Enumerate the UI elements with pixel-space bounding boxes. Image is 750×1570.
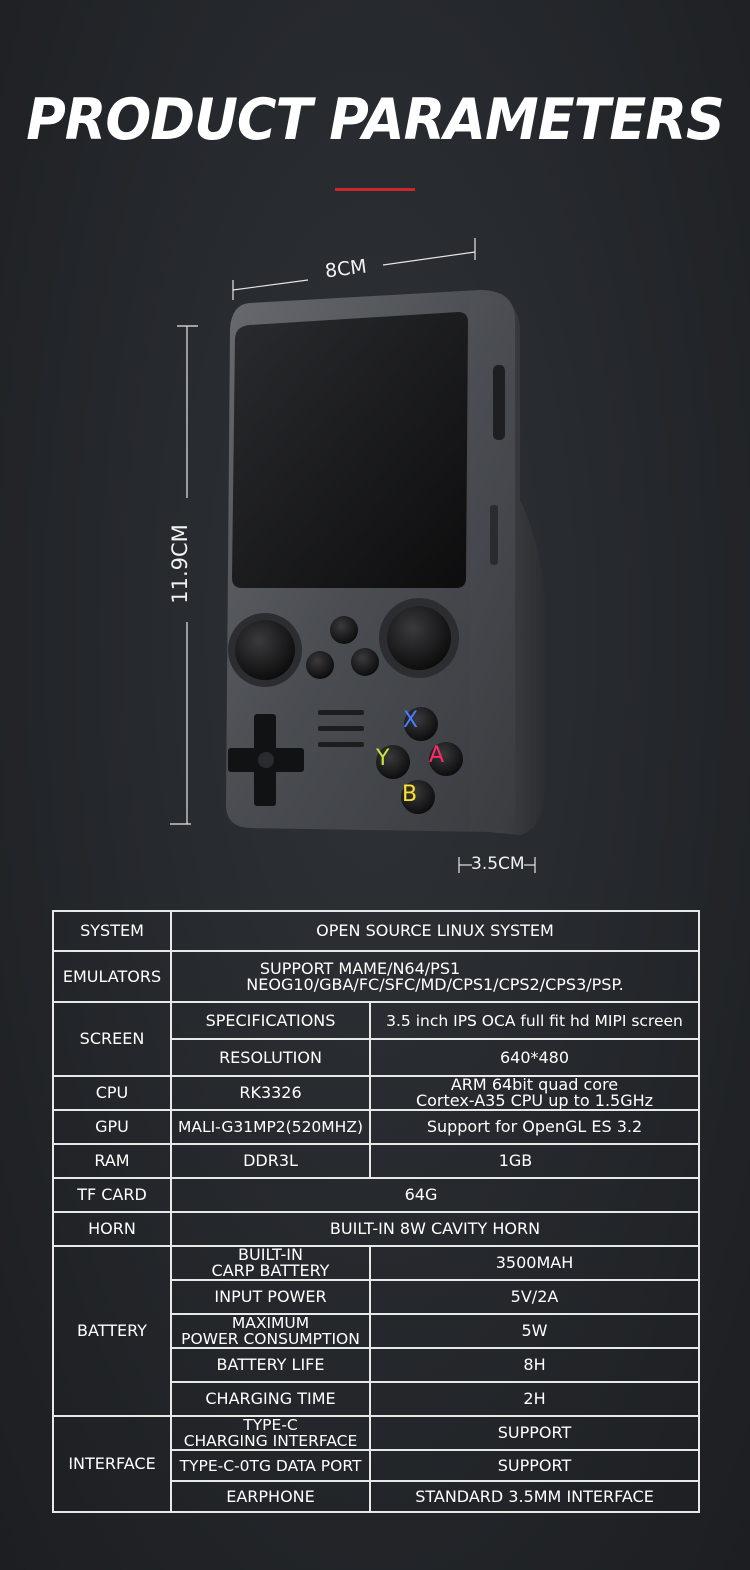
table-row: INPUT POWER 5V/2A <box>53 1279 700 1315</box>
emulators-value: SUPPORT MAME/N64/PS1 NEOG10/GBA/FC/SFC/M… <box>170 950 700 1003</box>
interface-typec-label: TYPE-C CHARGING INTERFACE <box>170 1415 371 1451</box>
screen-resolution-value: 640*480 <box>369 1038 700 1077</box>
table-row: SCREEN SPECIFICATIONS 3.5 inch IPS OCA f… <box>52 1001 700 1077</box>
row-label-emulators: EMULATORS <box>52 950 172 1003</box>
battery-charge-label: CHARGING TIME <box>170 1381 371 1417</box>
battery-input-value: 5V/2A <box>369 1279 700 1315</box>
table-row: CPU RK3326 ARM 64bit quad core Cortex-A3… <box>52 1075 700 1111</box>
row-label-tf-card: TF CARD <box>52 1177 172 1213</box>
interface-typec-value: SUPPORT <box>369 1415 700 1451</box>
x-button-icon: X <box>403 708 419 733</box>
battery-builtin-line-1: BUILT-IN <box>238 1246 303 1264</box>
row-label-horn: HORN <box>52 1211 172 1247</box>
interface-otg-label: TYPE-C-0TG DATA PORT <box>170 1449 371 1482</box>
emulators-line-2: NEOG10/GBA/FC/SFC/MD/CPS1/CPS2/CPS3/PSP. <box>246 974 624 994</box>
battery-builtin-value: 3500MAH <box>369 1245 700 1281</box>
table-row: SYSTEM OPEN SOURCE LINUX SYSTEM <box>52 910 700 952</box>
gpu-value: Support for OpenGL ES 3.2 <box>369 1109 700 1145</box>
table-row: CHARGING TIME 2H <box>53 1381 700 1417</box>
table-row: BATTERY BUILT-IN CARP BATTERY 3500MAH <box>52 1245 700 1417</box>
battery-max-value: 5W <box>369 1313 700 1349</box>
table-row: RAM DDR3L 1GB <box>52 1143 700 1179</box>
cpu-value: ARM 64bit quad core Cortex-A35 CPU up to… <box>369 1075 700 1111</box>
y-button-icon: Y <box>376 746 390 771</box>
row-label-system: SYSTEM <box>52 910 172 952</box>
battery-max-line-1: MAXIMUM <box>231 1314 310 1332</box>
interface-typec-line-1: TYPE-C <box>243 1416 298 1434</box>
page-title: PRODUCT PARAMETERS <box>26 86 725 153</box>
row-label-cpu: CPU <box>52 1075 172 1111</box>
title-underline <box>335 188 415 191</box>
battery-life-label: BATTERY LIFE <box>170 1347 371 1383</box>
table-row: TYPE-C-0TG DATA PORT SUPPORT <box>53 1449 700 1482</box>
battery-input-label: INPUT POWER <box>170 1279 371 1315</box>
b-button-icon: B <box>402 782 418 807</box>
row-label-gpu: GPU <box>52 1109 172 1145</box>
system-value: OPEN SOURCE LINUX SYSTEM <box>170 910 700 952</box>
table-row: RESOLUTION 640*480 <box>53 1038 700 1077</box>
battery-builtin-line-2: CARP BATTERY <box>211 1261 330 1280</box>
table-row: GPU MALI-G31MP2(520MHZ) Support for Open… <box>52 1109 700 1145</box>
row-label-interface: INTERFACE <box>52 1415 172 1513</box>
cpu-model: RK3326 <box>170 1075 371 1111</box>
table-row: MAXIMUM POWER CONSUMPTION 5W <box>53 1313 700 1349</box>
row-label-battery: BATTERY <box>52 1245 172 1417</box>
table-row: BATTERY LIFE 8H <box>53 1347 700 1383</box>
row-label-screen: SCREEN <box>52 1001 172 1077</box>
spec-table: SYSTEM OPEN SOURCE LINUX SYSTEM EMULATOR… <box>52 910 700 1513</box>
dimension-lines <box>170 238 536 873</box>
table-row: EARPHONE STANDARD 3.5MM INTERFACE <box>53 1480 700 1513</box>
ram-value: 1GB <box>369 1143 700 1179</box>
emulators-line-1: SUPPORT MAME/N64/PS1 <box>259 958 461 978</box>
cpu-line-2: Cortex-A35 CPU up to 1.5GHz <box>415 1091 654 1110</box>
horn-value: BUILT-IN 8W CAVITY HORN <box>170 1211 700 1247</box>
table-row: INTERFACE TYPE-C CHARGING INTERFACE SUPP… <box>52 1415 700 1513</box>
table-row: HORN BUILT-IN 8W CAVITY HORN <box>52 1211 700 1247</box>
tf-card-value: 64G <box>170 1177 700 1213</box>
screen-spec-value: 3.5 inch IPS OCA full fit hd MIPI screen <box>369 1001 700 1040</box>
table-row: TF CARD 64G <box>52 1177 700 1213</box>
cpu-line-1: ARM 64bit quad core <box>450 1076 619 1094</box>
interface-typec-line-2: CHARGING INTERFACE <box>183 1432 358 1450</box>
interface-earphone-value: STANDARD 3.5MM INTERFACE <box>369 1480 700 1513</box>
battery-max-line-2: POWER CONSUMPTION <box>181 1330 360 1348</box>
a-button-icon: A <box>429 743 445 768</box>
battery-charge-value: 2H <box>369 1381 700 1417</box>
depth-dimension-label: 3.5CM <box>471 854 525 874</box>
interface-otg-value: SUPPORT <box>369 1449 700 1482</box>
handheld-console-image <box>226 290 545 835</box>
screen-resolution-label: RESOLUTION <box>170 1038 371 1077</box>
battery-builtin-label: BUILT-IN CARP BATTERY <box>170 1245 371 1281</box>
ram-model: DDR3L <box>170 1143 371 1179</box>
interface-earphone-label: EARPHONE <box>170 1480 371 1513</box>
gpu-model: MALI-G31MP2(520MHZ) <box>170 1109 371 1145</box>
table-row: EMULATORS SUPPORT MAME/N64/PS1 NEOG10/GB… <box>52 950 700 1003</box>
battery-life-value: 8H <box>369 1347 700 1383</box>
row-label-ram: RAM <box>52 1143 172 1179</box>
battery-max-label: MAXIMUM POWER CONSUMPTION <box>170 1313 371 1349</box>
screen-spec-label: SPECIFICATIONS <box>170 1001 371 1040</box>
